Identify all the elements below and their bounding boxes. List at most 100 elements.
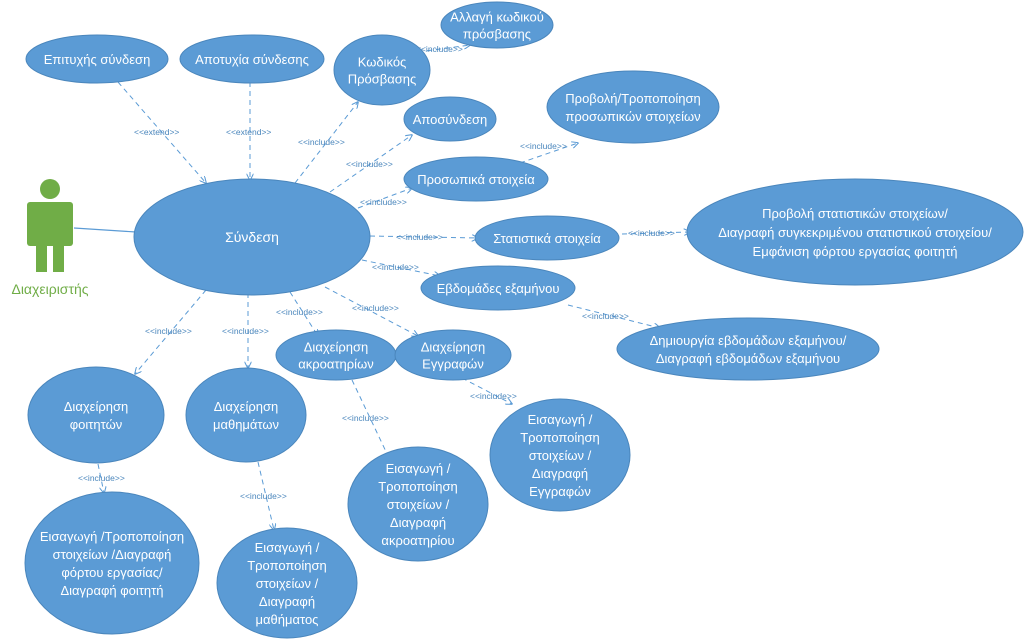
use-case-change-password-label-line: Αλλαγή κωδικού bbox=[450, 10, 544, 25]
use-case-statistics-detail-label-line: Εμφάνιση φόρτου εργασίας φοιτητή bbox=[753, 244, 958, 259]
use-case-statistics[interactable]: Στατιστικά στοιχεία bbox=[474, 215, 620, 261]
use-case-login[interactable]: Σύνδεση bbox=[133, 178, 371, 296]
use-case-students-detail-label-line: φόρτου εργασίας/ bbox=[61, 565, 163, 580]
label-include-students: <<include>> bbox=[145, 326, 192, 336]
use-case-manage-halls-shape[interactable] bbox=[275, 329, 397, 381]
edges bbox=[73, 45, 690, 530]
use-case-login-fail[interactable]: Αποτυχία σύνδεσης bbox=[179, 34, 325, 84]
use-case-students-detail-label-line: Εισαγωγή /Τροποποίηση bbox=[40, 529, 184, 544]
use-case-courses-detail-label-line: μαθήματος bbox=[256, 612, 319, 627]
label-include-stats-detail: <<include>> bbox=[628, 228, 675, 238]
use-case-semester-weeks-detail[interactable]: Δημιουργία εβδομάδων εξαμήνου/Διαγραφή ε… bbox=[616, 317, 880, 381]
use-case-courses-detail-label-line: Εισαγωγή / bbox=[255, 540, 320, 555]
use-cases: Σύνδεση Επιτυχής σύνδεση Αποτυχία σύνδεσ… bbox=[24, 1, 1024, 639]
use-case-semester-weeks[interactable]: Εβδομάδες εξαμήνου bbox=[420, 265, 576, 311]
use-case-semester-weeks-detail-label-line: Διαγραφή εβδομάδων εξαμήνου bbox=[656, 351, 840, 366]
edge-personal-view bbox=[519, 143, 578, 164]
use-case-halls-detail-shape[interactable] bbox=[347, 446, 489, 562]
use-case-statistics-detail[interactable]: Προβολή στατιστικών στοιχείων/Διαγραφή σ… bbox=[686, 178, 1024, 286]
use-case-login-shape[interactable] bbox=[133, 178, 371, 296]
edge-students-detail bbox=[97, 463, 104, 493]
label-include-logout: <<include>> bbox=[346, 159, 393, 169]
label-include-courses-detail: <<include>> bbox=[240, 491, 287, 501]
label-include-password: <<include>> bbox=[298, 137, 345, 147]
use-case-courses-detail-shape[interactable] bbox=[216, 527, 358, 639]
edge-success-login bbox=[117, 81, 206, 183]
edge-login-weeks bbox=[361, 259, 440, 276]
label-extend-fail: <<extend>> bbox=[226, 127, 271, 137]
use-case-students-detail-label-line: στοιχείων /Διαγραφή bbox=[53, 547, 172, 562]
use-case-manage-halls-label-line: ακροατηρίων bbox=[298, 357, 373, 372]
use-case-logout[interactable]: Αποσύνδεση bbox=[403, 96, 497, 142]
use-case-semester-weeks-shape[interactable] bbox=[420, 265, 576, 311]
use-case-login-fail-shape[interactable] bbox=[179, 34, 325, 84]
edge-weeks-detail bbox=[567, 304, 660, 328]
label-include-personal: <<include>> bbox=[360, 197, 407, 207]
use-case-logout-label-line: Αποσύνδεση bbox=[413, 112, 488, 127]
use-case-login-label-line: Σύνδεση bbox=[225, 229, 279, 245]
edge-login-personal bbox=[357, 188, 412, 209]
use-case-registrations-detail-label-line: Εισαγωγή / bbox=[528, 412, 593, 427]
use-case-semester-weeks-detail-shape[interactable] bbox=[616, 317, 880, 381]
edge-login-password bbox=[294, 102, 358, 184]
use-case-manage-registrations-label-line: Εγγραφών bbox=[422, 357, 484, 372]
use-case-personal-data[interactable]: Προσωπικά στοιχεία bbox=[403, 156, 549, 202]
use-case-personal-data-label-line: Προσωπικά στοιχεία bbox=[417, 172, 535, 187]
edge-login-stats bbox=[369, 236, 478, 238]
actor-figure-icon bbox=[27, 179, 73, 272]
use-case-registrations-detail-shape[interactable] bbox=[489, 398, 631, 512]
use-case-change-password-shape[interactable] bbox=[440, 1, 554, 49]
use-case-courses-detail-label-line: Διαγραφή bbox=[259, 594, 315, 609]
use-case-login-success[interactable]: Επιτυχής σύνδεση bbox=[25, 34, 169, 84]
use-case-manage-registrations-label-line: Διαχείρηση bbox=[421, 340, 485, 355]
use-case-registrations-detail-label-line: Τροποποίηση bbox=[520, 430, 600, 445]
edge-login-logout bbox=[329, 135, 412, 193]
use-case-registrations-detail-label-line: Εγγραφών bbox=[529, 484, 591, 499]
use-case-login-success-label-line: Επιτυχής σύνδεση bbox=[44, 52, 151, 67]
edge-courses-detail bbox=[257, 461, 274, 530]
use-case-courses-detail-label-line: στοιχείων / bbox=[256, 576, 319, 591]
label-include-weeks-detail: <<include>> bbox=[582, 311, 629, 321]
edge-halls-detail bbox=[351, 379, 390, 460]
use-case-semester-weeks-label-line: Εβδομάδες εξαμήνου bbox=[437, 281, 560, 296]
use-case-view-edit-personal[interactable]: Προβολή/Τροποποίηση προσωπικών στοιχείων bbox=[546, 70, 720, 144]
use-case-manage-courses-shape[interactable] bbox=[185, 367, 307, 463]
use-case-manage-courses[interactable]: Διαχείρηση μαθημάτων bbox=[185, 367, 307, 463]
use-case-courses-detail[interactable]: Εισαγωγή / Τροποποίηση στοιχείων / Διαγραφή… bbox=[216, 527, 358, 639]
use-case-view-edit-personal-label-line: προσωπικών στοιχείων bbox=[565, 109, 700, 124]
use-case-login-fail-label-line: Αποτυχία σύνδεσης bbox=[195, 52, 309, 67]
use-case-view-edit-personal-label-line: Προβολή/Τροποποίηση bbox=[565, 91, 700, 106]
use-case-statistics-shape[interactable] bbox=[474, 215, 620, 261]
use-case-manage-courses-label-line: μαθημάτων bbox=[213, 417, 279, 432]
label-include-registrations: <<include>> bbox=[352, 303, 399, 313]
use-case-login-success-shape[interactable] bbox=[25, 34, 169, 84]
use-case-manage-registrations-shape[interactable] bbox=[394, 329, 512, 381]
label-include-view-personal: <<include>> bbox=[520, 141, 567, 151]
use-case-personal-data-shape[interactable] bbox=[403, 156, 549, 202]
actor-administrator: Διαχειριστής bbox=[11, 179, 89, 297]
use-case-password-shape[interactable] bbox=[333, 34, 431, 106]
label-include-weeks: <<include>> bbox=[372, 262, 419, 272]
use-case-view-edit-personal-shape[interactable] bbox=[546, 70, 720, 144]
use-case-password-label-line: Κωδικός bbox=[358, 55, 407, 70]
use-case-students-detail-shape[interactable] bbox=[24, 491, 200, 635]
use-case-manage-students-label-line: φοιτητών bbox=[70, 417, 123, 432]
label-include-courses: <<include>> bbox=[222, 326, 269, 336]
use-case-manage-courses-label-line: Διαχείρηση bbox=[214, 399, 278, 414]
use-case-students-detail[interactable]: Εισαγωγή /Τροποποίηση στοιχείων /Διαγραφή… bbox=[24, 491, 200, 635]
label-include-halls-detail: <<include>> bbox=[342, 413, 389, 423]
use-case-statistics-detail-shape[interactable] bbox=[686, 178, 1024, 286]
stereotype-labels: <<extend>> <<extend>> <<include>> <<incl… bbox=[78, 44, 675, 501]
use-case-logout-shape[interactable] bbox=[403, 96, 497, 142]
use-case-manage-students-shape[interactable] bbox=[27, 366, 165, 464]
use-case-halls-detail-label-line: Εισαγωγή / bbox=[386, 461, 451, 476]
use-case-courses-detail-label-line: Τροποποίηση bbox=[247, 558, 327, 573]
